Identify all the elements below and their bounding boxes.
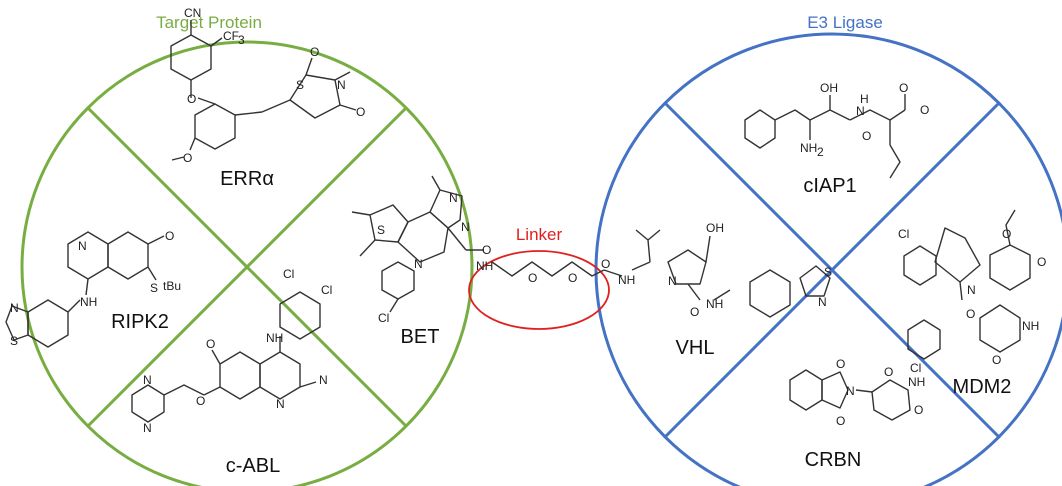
- svg-text:N: N: [461, 220, 470, 234]
- svg-text:NH: NH: [908, 375, 925, 389]
- e3-ligase-circle: [594, 32, 1062, 486]
- svg-text:3: 3: [238, 33, 245, 47]
- svg-text:tBu: tBu: [163, 279, 181, 293]
- linker-label: Linker: [516, 225, 563, 244]
- linker-ellipse: [468, 250, 610, 330]
- svg-text:N: N: [856, 104, 865, 118]
- e3-ligase-heading: E3 Ligase: [807, 13, 883, 32]
- sector-label-ripk2: RIPK2: [111, 311, 169, 333]
- svg-text:NH: NH: [1022, 319, 1039, 333]
- svg-text:O: O: [992, 353, 1001, 367]
- errα-structure: [170, 20, 357, 161]
- svg-text:O: O: [1037, 255, 1046, 269]
- svg-text:O: O: [528, 271, 537, 285]
- c-abl-structure: [131, 291, 321, 423]
- sector-label-ciap1: cIAP1: [803, 175, 856, 197]
- svg-text:S: S: [10, 334, 18, 348]
- crbn-structure: [789, 369, 911, 421]
- svg-text:Cl: Cl: [378, 311, 389, 325]
- sector-label-mdm2: MDM2: [953, 376, 1012, 398]
- svg-text:2: 2: [817, 145, 824, 159]
- target-protein-heading: Target Protein: [156, 13, 262, 32]
- svg-text:N: N: [276, 397, 285, 411]
- svg-text:O: O: [165, 229, 174, 243]
- svg-text:O: O: [920, 103, 929, 117]
- svg-text:O: O: [1002, 227, 1011, 241]
- svg-text:N: N: [449, 191, 458, 205]
- svg-text:O: O: [187, 92, 196, 106]
- svg-text:O: O: [183, 151, 192, 165]
- ciap1-structure: [744, 94, 906, 179]
- svg-text:N: N: [143, 421, 152, 435]
- svg-text:S: S: [377, 223, 385, 237]
- svg-text:N: N: [319, 373, 328, 387]
- svg-text:O: O: [966, 307, 975, 321]
- svg-text:O: O: [862, 129, 871, 143]
- crbn-atoms: O N O O NH O: [836, 357, 925, 428]
- svg-text:H: H: [860, 92, 869, 106]
- svg-text:S: S: [296, 78, 304, 92]
- svg-text:N: N: [967, 283, 976, 297]
- ripk2-structure: [5, 231, 165, 348]
- vhl-atoms: O NH N OH O NH S N: [601, 221, 832, 319]
- svg-text:O: O: [568, 271, 577, 285]
- svg-text:Cl: Cl: [910, 361, 921, 375]
- svg-text:OH: OH: [820, 81, 838, 95]
- svg-text:CF: CF: [223, 29, 239, 43]
- svg-text:O: O: [836, 414, 845, 428]
- svg-text:N: N: [668, 274, 677, 288]
- svg-text:N: N: [414, 257, 423, 271]
- target-protein-circle: [20, 40, 474, 486]
- svg-text:N: N: [78, 239, 87, 253]
- errα-atoms: CN CF 3 O O S N O O: [183, 6, 365, 165]
- svg-text:NH: NH: [706, 297, 723, 311]
- svg-text:O: O: [884, 365, 893, 379]
- sector-label-erra: ERRα: [220, 168, 274, 190]
- svg-text:Cl: Cl: [321, 283, 332, 297]
- svg-text:O: O: [601, 257, 610, 271]
- svg-text:N: N: [337, 78, 346, 92]
- svg-text:O: O: [836, 357, 845, 371]
- svg-text:Cl: Cl: [283, 267, 294, 281]
- bet-structure: [351, 175, 605, 313]
- mdm2-atoms: Cl Cl N O O O NH O: [898, 227, 1046, 375]
- svg-text:NH: NH: [476, 259, 493, 273]
- svg-text:N: N: [143, 373, 152, 387]
- mdm2-structure: [903, 209, 1031, 360]
- svg-text:NH: NH: [800, 141, 817, 155]
- svg-text:CN: CN: [184, 6, 201, 20]
- svg-text:O: O: [690, 305, 699, 319]
- sector-label-vhl: VHL: [676, 337, 715, 359]
- svg-text:OH: OH: [706, 221, 724, 235]
- ripk2-atoms: N O S tBu NH N S: [10, 229, 181, 348]
- bet-atoms: S N N N Cl O NH O O: [377, 191, 577, 325]
- svg-text:NH: NH: [618, 273, 635, 287]
- svg-text:O: O: [914, 403, 923, 417]
- svg-text:NH: NH: [266, 331, 283, 345]
- svg-text:N: N: [818, 295, 827, 309]
- svg-text:NH: NH: [80, 295, 97, 309]
- svg-text:N: N: [846, 384, 855, 398]
- svg-text:O: O: [482, 243, 491, 257]
- sector-label-bet: BET: [401, 326, 440, 348]
- svg-text:O: O: [899, 81, 908, 95]
- sector-label-c-abl: c-ABL: [226, 455, 280, 477]
- svg-text:O: O: [310, 45, 319, 59]
- svg-text:O: O: [356, 105, 365, 119]
- svg-text:S: S: [150, 281, 158, 295]
- svg-text:Cl: Cl: [898, 227, 909, 241]
- svg-text:O: O: [196, 394, 205, 408]
- vhl-structure: [603, 229, 831, 318]
- svg-text:N: N: [10, 301, 19, 315]
- c-abl-atoms: NH Cl Cl N N O O N N: [143, 267, 332, 435]
- sector-label-crbn: CRBN: [805, 449, 862, 471]
- svg-text:S: S: [824, 265, 832, 279]
- ciap1-atoms: OH H N NH 2 O O O: [800, 81, 929, 159]
- svg-text:O: O: [206, 337, 215, 351]
